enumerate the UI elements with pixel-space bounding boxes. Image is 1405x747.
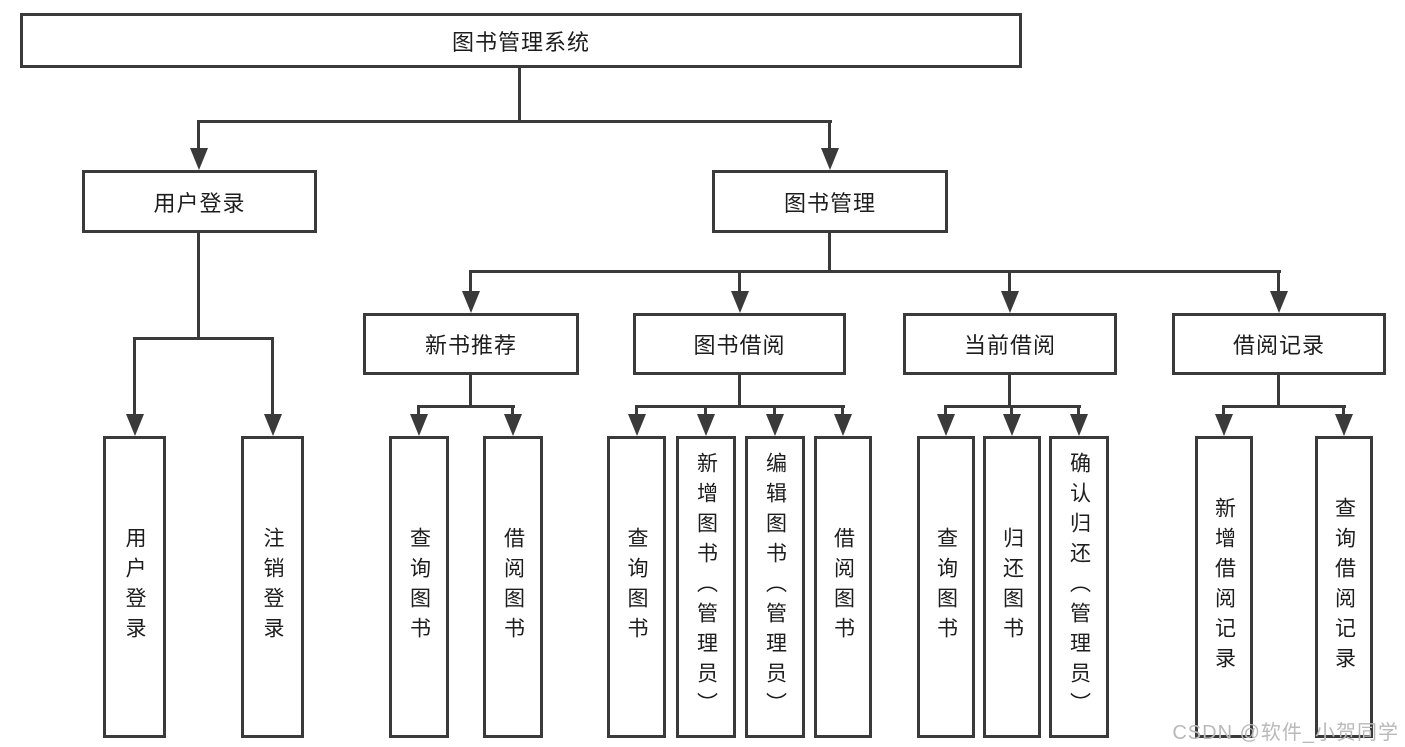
- node-borrow-records-label: 借阅记录: [1232, 333, 1325, 358]
- leaf-add-book-admin: 新增图书（管理员）: [676, 436, 736, 738]
- node-new-book-recommend: 新书推荐: [363, 313, 579, 375]
- connector-vline: [469, 375, 472, 407]
- arrow-down-icon: [937, 414, 955, 436]
- arrow-down-icon: [504, 414, 522, 436]
- connector-vline: [271, 337, 274, 417]
- arrow-down-icon: [731, 291, 749, 313]
- connector-vline: [417, 405, 420, 417]
- leaf-query-books-recommend: 查询图书: [389, 436, 449, 738]
- connector-vline: [1277, 270, 1280, 295]
- connector-vline: [518, 66, 521, 123]
- leaf-logout: 注销登录: [241, 436, 304, 738]
- connector-vline: [1008, 375, 1011, 407]
- arrow-down-icon: [1070, 414, 1088, 436]
- connector-vline: [944, 405, 947, 417]
- arrow-down-icon: [1215, 414, 1233, 436]
- leaf-query-books-current-label: 查询图书: [934, 527, 958, 647]
- connector-vline: [704, 405, 707, 417]
- leaf-query-books-recommend-label: 查询图书: [407, 527, 431, 647]
- connector-vline: [1342, 405, 1345, 417]
- node-new-book-recommend-label: 新书推荐: [424, 333, 517, 358]
- connector-vline: [511, 405, 514, 417]
- connector-vline: [738, 375, 741, 407]
- node-root-label: 图书管理系统: [451, 29, 590, 55]
- connector-vline: [828, 123, 831, 153]
- connector-vline: [635, 405, 638, 417]
- leaf-add-borrow-record-label: 新增借阅记录: [1212, 497, 1236, 677]
- arrow-down-icon: [628, 414, 646, 436]
- arrow-down-icon: [1335, 414, 1353, 436]
- connector-vline: [828, 233, 831, 272]
- node-current-borrow: 当前借阅: [903, 313, 1117, 375]
- arrow-down-icon: [821, 148, 839, 170]
- leaf-add-book-admin-label: 新增图书（管理员）: [694, 452, 718, 722]
- leaf-logout-label: 注销登录: [261, 527, 284, 647]
- leaf-borrow-books-label: 借阅图书: [831, 527, 855, 647]
- leaf-add-borrow-record: 新增借阅记录: [1195, 436, 1253, 738]
- leaf-edit-book-admin-label: 编辑图书（管理员）: [763, 452, 787, 722]
- leaf-return-book: 归还图书: [983, 436, 1041, 738]
- node-book-borrow: 图书借阅: [633, 313, 846, 375]
- node-book-management-label: 图书管理: [783, 190, 876, 216]
- leaf-borrow-books-recommend: 借阅图书: [483, 436, 543, 738]
- arrow-down-icon: [126, 414, 144, 436]
- node-book-management: 图书管理: [712, 170, 948, 233]
- leaf-query-books-current: 查询图书: [917, 436, 975, 738]
- arrow-down-icon: [834, 414, 852, 436]
- node-current-borrow-label: 当前借阅: [963, 333, 1056, 358]
- connector-vline: [197, 123, 200, 153]
- arrow-down-icon: [766, 414, 784, 436]
- leaf-borrow-books-recommend-label: 借阅图书: [501, 527, 525, 647]
- leaf-query-books-borrow: 查询图书: [607, 436, 666, 738]
- connector-hline: [133, 337, 274, 340]
- node-root: 图书管理系统: [20, 13, 1022, 68]
- node-user-login: 用户登录: [82, 170, 317, 233]
- connector-vline: [469, 270, 472, 295]
- arrow-down-icon: [190, 148, 208, 170]
- connector-hline: [1222, 405, 1346, 408]
- connector-vline: [773, 405, 776, 417]
- connector-vline: [841, 405, 844, 417]
- watermark: CSDN @软件_小贺同学: [1172, 722, 1399, 744]
- leaf-return-book-label: 归还图书: [1000, 527, 1024, 647]
- connector-vline: [1222, 405, 1225, 417]
- connector-hline: [417, 405, 515, 408]
- leaf-edit-book-admin: 编辑图书（管理员）: [745, 436, 805, 738]
- connector-vline: [1077, 405, 1080, 417]
- connector-vline: [738, 270, 741, 295]
- connector-hline: [197, 120, 832, 123]
- leaf-confirm-return-admin-label: 确认归还（管理员）: [1067, 452, 1091, 722]
- connector-vline: [1008, 270, 1011, 295]
- arrow-down-icon: [697, 414, 715, 436]
- connector-vline: [1010, 405, 1013, 417]
- leaf-user-login: 用户登录: [103, 436, 166, 738]
- connector-vline: [197, 233, 200, 339]
- connector-vline: [1277, 375, 1280, 407]
- connector-hline: [469, 270, 1281, 273]
- arrow-down-icon: [462, 291, 480, 313]
- arrow-down-icon: [1003, 414, 1021, 436]
- node-borrow-records: 借阅记录: [1172, 313, 1386, 375]
- leaf-confirm-return-admin: 确认归还（管理员）: [1049, 436, 1109, 738]
- leaf-query-books-borrow-label: 查询图书: [625, 527, 648, 647]
- leaf-query-borrow-record: 查询借阅记录: [1315, 436, 1373, 738]
- arrow-down-icon: [264, 414, 282, 436]
- arrow-down-icon: [1270, 291, 1288, 313]
- connector-vline: [133, 337, 136, 417]
- node-book-borrow-label: 图书借阅: [693, 333, 786, 358]
- node-user-login-label: 用户登录: [153, 190, 246, 216]
- arrow-down-icon: [410, 414, 428, 436]
- leaf-borrow-books: 借阅图书: [814, 436, 872, 738]
- leaf-query-borrow-record-label: 查询借阅记录: [1332, 497, 1356, 677]
- leaf-user-login-label: 用户登录: [123, 527, 146, 647]
- connector-hline: [635, 405, 845, 408]
- arrow-down-icon: [1001, 291, 1019, 313]
